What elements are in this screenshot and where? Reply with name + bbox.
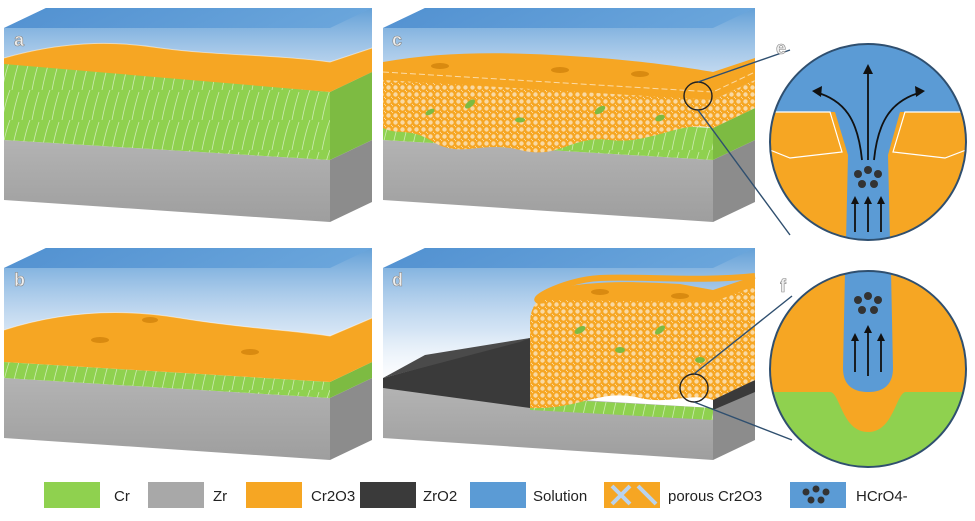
legend-swatch-porous-cr2o3 [604, 482, 660, 508]
legend-label-zr: Zr [213, 488, 227, 505]
legend-swatch-solution [470, 482, 526, 508]
panel-b: b [3, 248, 373, 460]
legend: Cr Zr Cr2O3 ZrO2 Solution porous Cr2O3 H… [44, 482, 908, 508]
legend-label-zro2: ZrO2 [423, 488, 457, 505]
panel-label-c: c [392, 30, 402, 50]
legend-swatch-zr [148, 482, 204, 508]
legend-swatch-cr [44, 482, 100, 508]
panel-label-e: e [776, 38, 786, 58]
legend-swatch-hcro4 [790, 482, 846, 508]
legend-swatch-cr2o3 [246, 482, 302, 508]
legend-label-cr: Cr [114, 488, 130, 505]
panel-label-b: b [14, 270, 25, 290]
zoom-e: e [697, 38, 967, 241]
panel-label-d: d [392, 270, 403, 290]
legend-label-cr2o3: Cr2O3 [311, 488, 355, 505]
panel-label-f: f [780, 276, 787, 296]
panel-label-a: a [14, 30, 25, 50]
zoom-f: f [693, 270, 967, 468]
panel-d: d [383, 248, 756, 460]
legend-label-hcro4: HCrO4- [856, 488, 908, 505]
legend-swatch-zro2 [360, 482, 416, 508]
panel-a: a [3, 8, 373, 222]
legend-label-solution: Solution [533, 488, 587, 505]
legend-label-porous-cr2o3: porous Cr2O3 [668, 488, 762, 505]
panel-c: c [382, 8, 756, 222]
